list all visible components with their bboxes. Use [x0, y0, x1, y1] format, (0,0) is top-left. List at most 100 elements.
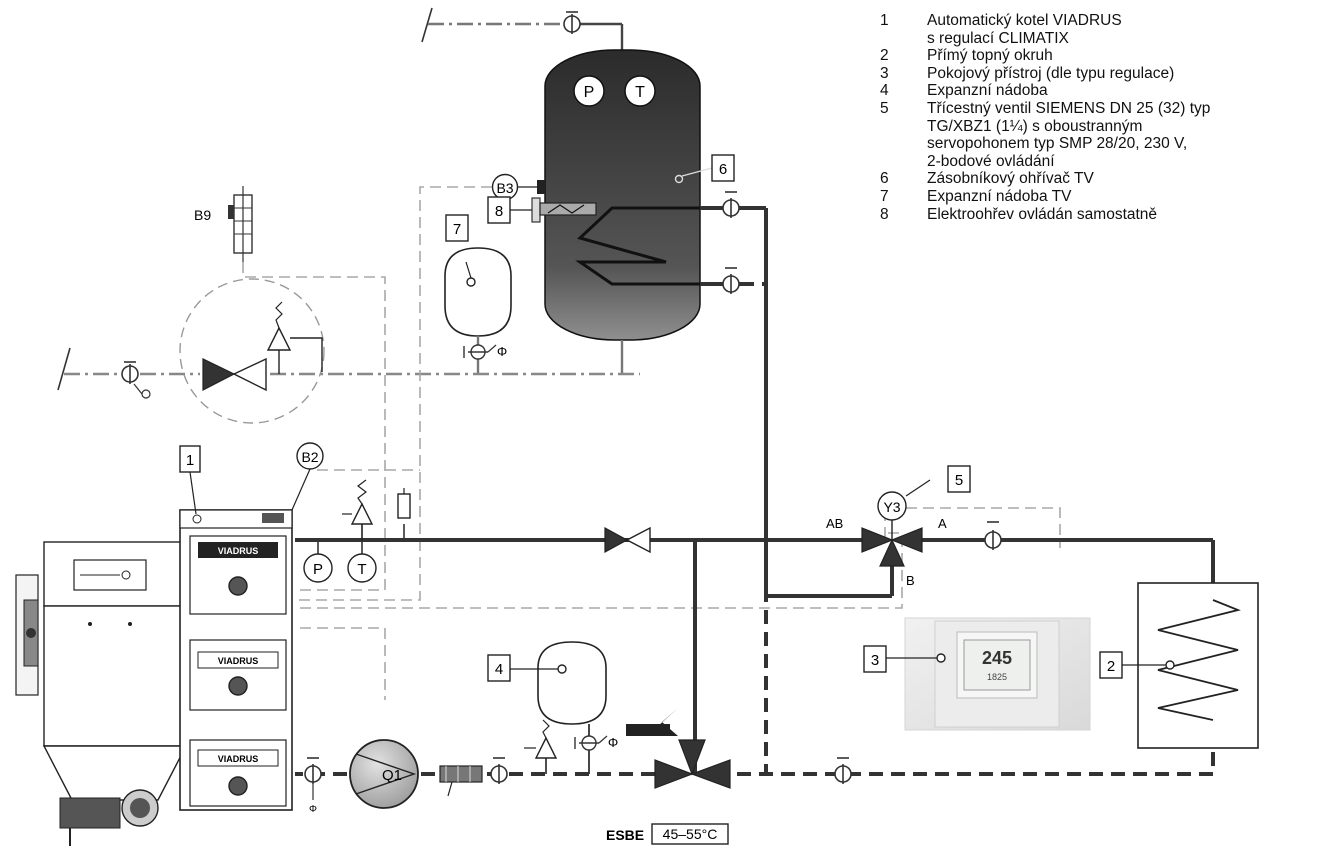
callout-3: 3 — [863, 645, 937, 673]
legend-item: 3 Pokojový přístroj (dle typu regulace) — [880, 65, 1320, 83]
shutoff-valve-icon: Φ — [304, 757, 322, 815]
svg-text:1825: 1825 — [987, 672, 1007, 682]
boiler-viadrus: VIADRUS VIADRUS VIADRUS — [179, 509, 293, 811]
svg-text:6: 6 — [719, 161, 727, 178]
dhw-expansion-vessel: Φ — [444, 247, 512, 374]
legend-item-number: 3 — [880, 64, 889, 82]
svg-text:VIADRUS: VIADRUS — [218, 656, 259, 666]
svg-text:Q1: Q1 — [382, 767, 402, 784]
legend-item-text: Zásobníkový ohřívač TV — [927, 170, 1320, 188]
svg-text:4: 4 — [495, 661, 503, 678]
svg-text:Φ: Φ — [497, 344, 507, 359]
svg-text:3: 3 — [871, 652, 879, 669]
boiler-safety-group: P T — [303, 479, 411, 583]
three-way-valve-y3: Y3 AB A B — [826, 479, 947, 588]
svg-text:B3: B3 — [496, 180, 513, 196]
tank-thermometer: T — [624, 75, 656, 107]
legend-item-number: 1 — [880, 12, 889, 29]
sensor-b9: B9 — [194, 186, 253, 262]
shutoff-valve-icon — [722, 267, 740, 294]
shutoff-valve-icon — [722, 191, 740, 218]
boiler-door-middle: VIADRUS — [189, 639, 287, 711]
svg-text:A: A — [938, 516, 947, 531]
svg-text:45–55°C: 45–55°C — [663, 826, 718, 842]
legend-item: 5 Třícestný ventil SIEMENS DN 25 (32) typ… — [880, 100, 1320, 170]
sensor-b2: B2 — [291, 442, 324, 511]
legend-item-number: 7 — [880, 187, 889, 205]
svg-text:245: 245 — [982, 648, 1012, 668]
shutoff-valve-icon — [834, 757, 852, 784]
legend-item: 8 Elektroohřev ovládán samostatně — [880, 206, 1320, 224]
shutoff-valve-icon — [121, 361, 151, 399]
svg-text:Φ: Φ — [608, 735, 618, 750]
legend-item-line: Expanzní nádoba — [927, 82, 1048, 100]
svg-text:2: 2 — [1107, 658, 1115, 675]
strainer — [439, 765, 483, 797]
shutoff-valve-icon — [490, 757, 508, 784]
sensor-b3: B3 — [491, 173, 545, 201]
svg-text:B: B — [906, 573, 915, 588]
signal-wiring — [242, 186, 1061, 700]
shutoff-valve-icon — [984, 521, 1002, 550]
legend-item-number: 4 — [880, 82, 889, 100]
boiler-door-lower: VIADRUS — [189, 739, 287, 807]
svg-text:P: P — [584, 84, 595, 101]
svg-text:T: T — [635, 84, 645, 101]
cold-water-inlet-group — [57, 278, 640, 424]
boiler-door-upper: VIADRUS — [189, 535, 287, 615]
svg-text:ESBE: ESBE — [606, 827, 644, 843]
callout-5: 5 — [947, 465, 971, 493]
legend-item-line: s regulací CLIMATIX — [927, 29, 1069, 47]
legend-item-number: 8 — [880, 205, 889, 223]
svg-text:P: P — [313, 561, 323, 578]
svg-text:Φ: Φ — [309, 804, 317, 815]
electric-heater — [531, 197, 597, 223]
dhw-storage-tank: P T — [544, 49, 713, 341]
callout-4: 4 — [487, 654, 558, 682]
cold-water-supply-top — [421, 7, 624, 50]
legend-item-line: Zásobníkový ohřívač TV — [927, 170, 1094, 188]
legend-item-line: Expanzní nádoba TV — [927, 187, 1072, 205]
svg-text:B9: B9 — [194, 207, 211, 223]
boiler-thermometer: T — [347, 553, 377, 583]
legend-item-line: Elektroohřev ovládán samostatně — [927, 205, 1158, 223]
legend-item-text: Expanzní nádoba TV — [927, 188, 1320, 206]
legend-item-text: Expanzní nádoba — [927, 82, 1320, 100]
shutoff-valve-icon: Φ — [463, 344, 507, 360]
svg-text:8: 8 — [495, 203, 503, 220]
legend-item-line: Přímý topný okruh — [927, 47, 1053, 65]
legend-item: 4 Expanzní nádoba — [880, 82, 1320, 100]
legend-item: 2 Přímý topný okruh — [880, 47, 1320, 65]
legend-item-line: 2-bodové ovládání — [927, 152, 1055, 170]
svg-text:Y3: Y3 — [883, 499, 900, 515]
callout-2: 2 — [1099, 651, 1166, 679]
esbe-mixing-valve: ESBE 45–55°C — [606, 739, 731, 845]
legend-item-line: Pokojový přístroj (dle typu regulace) — [927, 64, 1175, 82]
legend-item-number: 6 — [880, 170, 889, 188]
svg-text:5: 5 — [955, 472, 963, 489]
callout-7: 7 — [445, 214, 469, 242]
circulation-pump-q1: Q1 — [349, 739, 419, 809]
svg-text:1: 1 — [186, 452, 194, 469]
boiler-pressure-gauge: P — [303, 553, 333, 583]
room-thermostat: 245 1825 — [904, 617, 1091, 731]
svg-text:B2: B2 — [301, 449, 318, 465]
pellet-hopper — [15, 541, 188, 846]
legend-item-text: Pokojový přístroj (dle typu regulace) — [927, 65, 1320, 83]
legend-item-text: Elektroohřev ovládán samostatně — [927, 206, 1320, 224]
legend-item-text: Přímý topný okruh — [927, 47, 1320, 65]
legend-item: 6 Zásobníkový ohřívač TV — [880, 170, 1320, 188]
svg-text:VIADRUS: VIADRUS — [218, 546, 259, 556]
legend-item-line: Třícestný ventil SIEMENS DN 25 (32) typ — [927, 99, 1211, 117]
svg-text:7: 7 — [453, 221, 461, 238]
svg-text:VIADRUS: VIADRUS — [218, 754, 259, 764]
legend-item-number: 2 — [880, 47, 889, 65]
legend-item-line: servopohonem typ SMP 28/20, 230 V, — [927, 135, 1188, 153]
legend-item-number: 5 — [880, 99, 889, 117]
